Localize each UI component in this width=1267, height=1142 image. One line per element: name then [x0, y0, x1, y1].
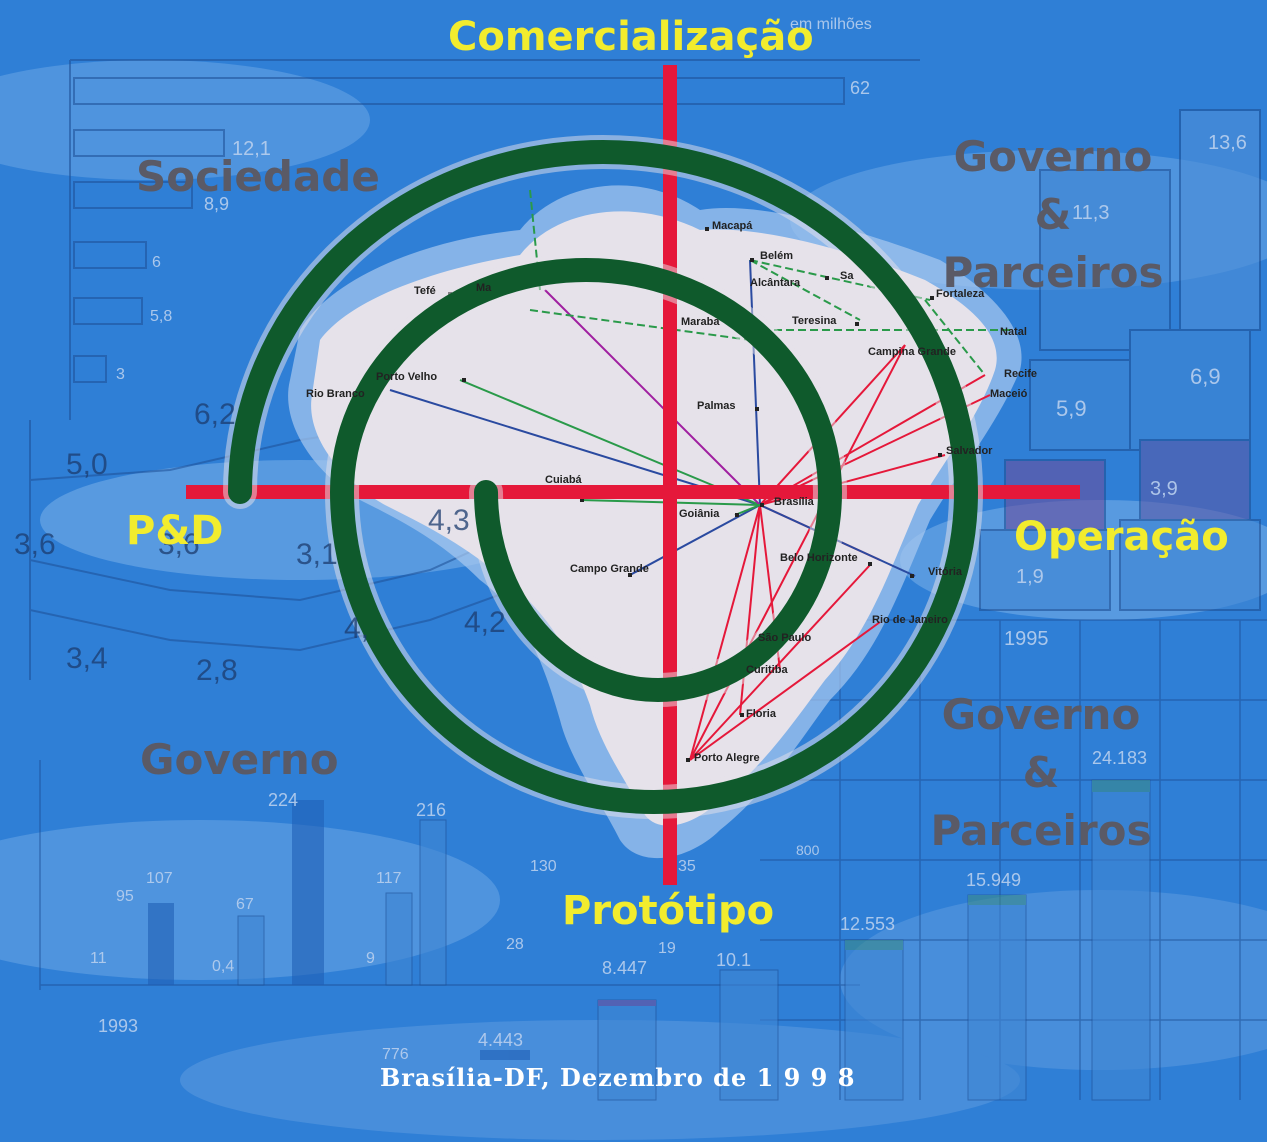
- background-number: 12,1: [232, 138, 271, 160]
- stakeholder-group-lower-right: Governo & Parceiros: [906, 686, 1176, 860]
- background-number: 800: [796, 842, 820, 858]
- background-number: 9: [366, 950, 375, 967]
- phase-label-top: Comercialização: [448, 14, 814, 60]
- background-number: 1995: [1004, 628, 1049, 650]
- background-number: 62: [850, 78, 871, 98]
- background-number: em milhões: [790, 16, 872, 33]
- brazil-map-land: [311, 211, 997, 826]
- background-number: 11: [90, 950, 107, 967]
- stakeholder-group-upper-right: Governo & Parceiros: [918, 128, 1188, 302]
- map-city-label: Porto Alegre: [694, 752, 760, 764]
- background-number: 776: [382, 1046, 409, 1063]
- faint-bars-bottom: [148, 779, 1151, 1101]
- map-city-label: Maraba: [681, 316, 720, 328]
- map-city-label: Brasília: [774, 496, 814, 508]
- map-city-label: Porto Velho: [376, 371, 438, 383]
- background-number: 19: [658, 940, 676, 957]
- background-number: 6: [152, 254, 161, 271]
- background-number: 10.1: [716, 950, 752, 970]
- map-city-label: Cuiabá: [545, 474, 582, 486]
- stakeholder-line: Governo: [941, 690, 1141, 739]
- stakeholder-line: &: [1034, 190, 1072, 239]
- background-number: 3,9: [1150, 478, 1178, 500]
- background-number: 2,8: [196, 654, 238, 687]
- map-city-label: Palmas: [697, 400, 736, 412]
- faint-grid-bottom: [39, 619, 1267, 1100]
- phase-label-left: P&D: [126, 508, 224, 554]
- background-number: 4,3: [428, 504, 470, 537]
- map-city-label: Campo Grande: [570, 563, 649, 575]
- background-number: 6,2: [194, 398, 236, 431]
- background-number: 3: [116, 366, 125, 383]
- map-city-label: Curitiba: [746, 664, 788, 676]
- background-number: 5,8: [150, 308, 173, 325]
- background-number: 5,0: [66, 448, 108, 481]
- map-city-label: Sa: [840, 270, 854, 282]
- background-number: 35: [678, 858, 696, 875]
- background-number: 107: [146, 870, 173, 887]
- map-city-label: Campina Grande: [868, 346, 957, 358]
- background-number: 13,6: [1208, 132, 1247, 154]
- footer-date: Brasília-DF, Dezembro de 1 9 9 8: [380, 1063, 856, 1092]
- stakeholder-line: Parceiros: [930, 806, 1152, 855]
- background-number: 5,9: [1056, 396, 1087, 421]
- background-number: 12.553: [840, 914, 896, 934]
- background-number: 117: [376, 870, 402, 887]
- phase-label-bottom: Protótipo: [562, 888, 775, 934]
- background-number: 0,4: [212, 958, 235, 975]
- map-city-label: Vitória: [928, 566, 963, 578]
- background-number: 4,2: [464, 606, 506, 639]
- map-city-label: Goiânia: [679, 508, 720, 520]
- background-number: 224: [268, 790, 299, 810]
- brazil-map: [288, 185, 1022, 859]
- background-number: 3,6: [158, 528, 200, 561]
- city-markers: [448, 227, 942, 762]
- background-number: 4.443: [478, 1030, 524, 1050]
- map-city-label: Belém: [760, 250, 794, 262]
- background-number: 130: [530, 858, 557, 875]
- stakeholder-line: Parceiros: [942, 248, 1164, 297]
- map-city-label: Floria: [746, 708, 776, 720]
- stakeholder-label-lower-left: Governo: [140, 735, 339, 784]
- background-number: 67: [236, 896, 254, 913]
- map-city-label: Alcântara: [750, 277, 801, 289]
- stakeholder-line: &: [1022, 748, 1060, 797]
- map-city-label: Macapá: [712, 220, 753, 232]
- background-number: 24.183: [1092, 748, 1148, 768]
- background-number: 3,1: [296, 538, 338, 571]
- background-number: 8,9: [204, 194, 230, 214]
- map-city-label: Tefé: [414, 285, 436, 297]
- map-city-label: Maceió: [990, 388, 1028, 400]
- map-city-label: Belo Horizonte: [780, 552, 858, 564]
- map-city-label: Recife: [1004, 368, 1038, 380]
- background-number: 11,3: [1072, 202, 1110, 224]
- background-number: 28: [506, 936, 524, 953]
- background-number: 3,6: [14, 528, 56, 561]
- map-city-label: Ma: [476, 282, 492, 294]
- stakeholder-label-upper-left: Sociedade: [136, 152, 380, 201]
- stakeholder-line: Governo: [953, 132, 1153, 181]
- background-number: 1,9: [1016, 566, 1044, 588]
- background-number: 15.949: [966, 870, 1022, 890]
- map-city-label: Fortaleza: [936, 288, 985, 300]
- background-number: 3,4: [66, 642, 108, 675]
- map-city-label: Salvador: [946, 445, 993, 457]
- background-number: 6,9: [1190, 364, 1221, 389]
- map-city-label: Teresina: [792, 315, 837, 327]
- background-number: 95: [116, 888, 134, 905]
- background-number: 1993: [98, 1016, 139, 1036]
- map-city-label: Rio de Janeiro: [872, 614, 948, 626]
- faint-bar-chart-top-left: [69, 59, 920, 420]
- spiral: [223, 135, 984, 819]
- background-number: 216: [416, 800, 447, 820]
- map-city-label: Natal: [1000, 326, 1027, 338]
- background-number: 8.447: [602, 958, 648, 978]
- background-number: 4,: [344, 612, 370, 645]
- map-city-label: Rio Branco: [306, 388, 365, 400]
- map-city-label: São Paulo: [758, 632, 812, 644]
- phase-label-right: Operação: [1014, 514, 1229, 560]
